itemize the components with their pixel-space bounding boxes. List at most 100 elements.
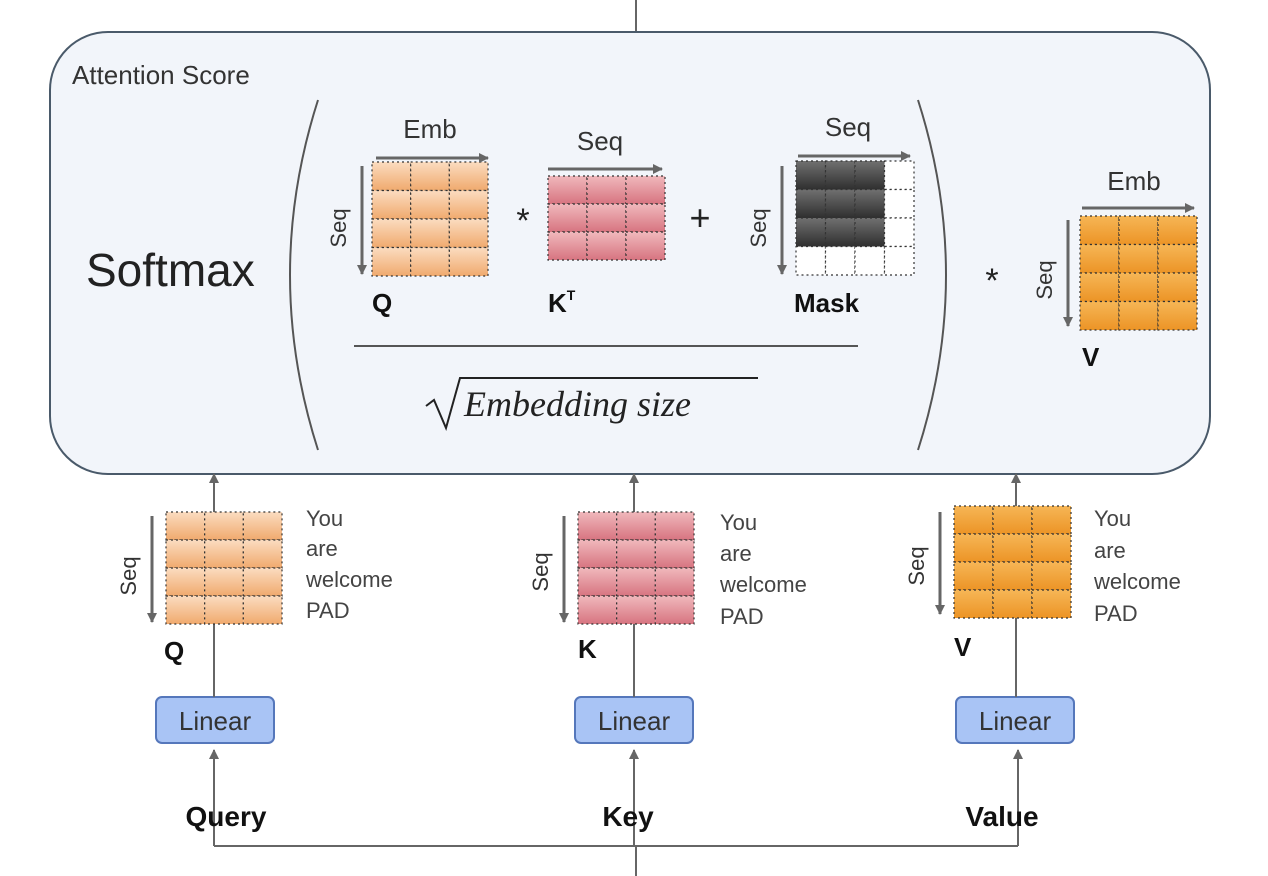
matrix-cell <box>1031 589 1072 619</box>
matrix-cell <box>854 245 886 276</box>
matrix-cell <box>204 595 244 625</box>
linear-label-key: Linear <box>598 706 671 736</box>
matrix-cell <box>165 539 206 569</box>
q-matrix <box>371 161 489 277</box>
matrix-cell <box>1031 505 1072 535</box>
matrix-cell <box>577 567 618 597</box>
matrix-cell <box>577 595 618 625</box>
matrix-cell <box>1157 243 1198 274</box>
denominator-text: Embedding size <box>463 384 691 424</box>
matrix-cell <box>1031 533 1072 563</box>
matrix-cell <box>242 511 283 541</box>
matrix-cell <box>586 175 627 205</box>
key-k-matrix <box>577 511 695 625</box>
matrix-cell <box>1118 243 1159 274</box>
matrix-cell <box>448 189 489 220</box>
token-value-1: are <box>1094 538 1126 563</box>
matrix-cell <box>992 589 1033 619</box>
matrix-cell <box>1079 272 1120 303</box>
value-v-matrix <box>953 505 1072 619</box>
linear-label-query: Linear <box>179 706 252 736</box>
seq-label-kt: Seq <box>577 126 623 156</box>
matrix-cell <box>242 595 283 625</box>
matrix-cell <box>824 217 856 248</box>
kt-matrix <box>547 175 666 261</box>
matrix-cell <box>616 511 656 541</box>
matrix-cell <box>616 539 656 569</box>
matrix-cell <box>795 217 827 248</box>
matrix-cell <box>204 511 244 541</box>
seq-label-v: Seq <box>1032 260 1057 299</box>
matrix-cell <box>371 218 412 249</box>
token-key-3: PAD <box>720 604 764 629</box>
matrix-cell <box>586 231 627 261</box>
value-v-label: V <box>954 632 972 662</box>
matrix-cell <box>204 567 244 597</box>
matrix-cell <box>654 511 695 541</box>
matrix-cell <box>1118 300 1159 331</box>
matrix-cell <box>410 161 450 192</box>
matrix-cell <box>577 539 618 569</box>
matrix-cell <box>625 231 666 261</box>
matrix-cell <box>824 188 856 219</box>
matrix-cell <box>992 533 1033 563</box>
matrix-cell <box>992 505 1033 535</box>
matrix-cell <box>242 539 283 569</box>
key-k-label: K <box>578 634 597 664</box>
matrix-cell <box>410 189 450 220</box>
q-label: Q <box>372 288 392 318</box>
query-q-matrix <box>165 511 283 625</box>
matrix-cell <box>448 246 489 277</box>
matrix-cell <box>625 203 666 233</box>
matrix-cell <box>1031 561 1072 591</box>
matrix-cell <box>410 246 450 277</box>
token-key-0: You <box>720 510 757 535</box>
matrix-cell <box>448 218 489 249</box>
matrix-cell <box>854 217 886 248</box>
matrix-cell <box>654 567 695 597</box>
matrix-cell <box>625 175 666 205</box>
token-value-2: welcome <box>1093 569 1181 594</box>
matrix-cell <box>586 203 627 233</box>
kt-label: KT <box>548 287 576 318</box>
matrix-cell <box>616 595 656 625</box>
matrix-cell <box>165 567 206 597</box>
matrix-cell <box>883 188 915 219</box>
matrix-cell <box>824 160 856 191</box>
emb-label-q: Emb <box>403 114 456 144</box>
matrix-cell <box>654 595 695 625</box>
matrix-cell <box>1157 215 1198 246</box>
matrix-cell <box>953 589 994 619</box>
attention-score-title: Attention Score <box>72 60 250 90</box>
seq-label-key: Seq <box>528 552 553 591</box>
matrix-cell <box>1118 272 1159 303</box>
matrix-cell <box>448 161 489 192</box>
matrix-cell <box>953 533 994 563</box>
matrix-cell <box>577 511 618 541</box>
multiply-operator-1: * <box>516 202 529 240</box>
matrix-cell <box>824 245 856 276</box>
matrix-cell <box>795 188 827 219</box>
matrix-cell <box>883 160 915 191</box>
mask-label: Mask <box>794 288 860 318</box>
matrix-cell <box>547 175 588 205</box>
matrix-cell <box>165 595 206 625</box>
matrix-cell <box>1157 300 1198 331</box>
matrix-cell <box>204 539 244 569</box>
seq-label-query: Seq <box>116 556 141 595</box>
token-query-0: You <box>306 506 343 531</box>
matrix-cell <box>654 539 695 569</box>
token-key-2: welcome <box>719 572 807 597</box>
matrix-cell <box>795 245 827 276</box>
input-label-key: Key <box>602 801 654 832</box>
linear-label-value: Linear <box>979 706 1052 736</box>
left-parenthesis <box>289 99 319 451</box>
matrix-cell <box>883 217 915 248</box>
matrix-cell <box>992 561 1033 591</box>
query-q-label: Q <box>164 636 184 666</box>
plus-operator: + <box>689 197 710 238</box>
matrix-cell <box>1079 215 1120 246</box>
matrix-cell <box>242 567 283 597</box>
token-query-1: are <box>306 536 338 561</box>
